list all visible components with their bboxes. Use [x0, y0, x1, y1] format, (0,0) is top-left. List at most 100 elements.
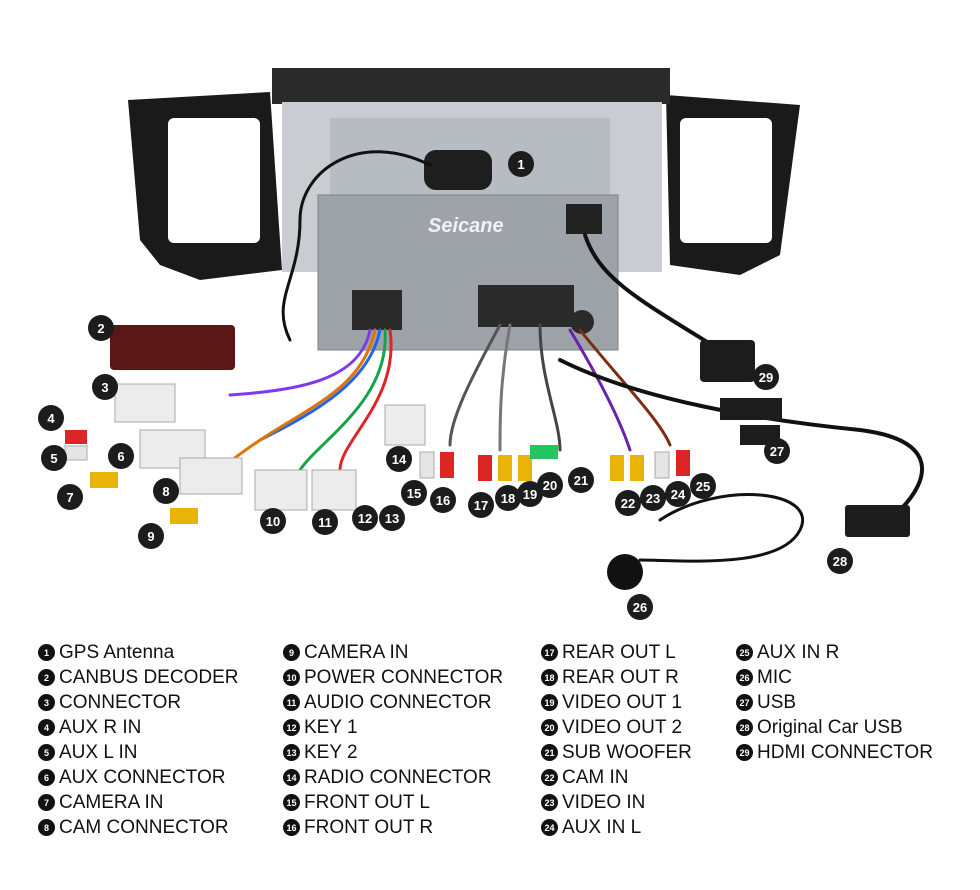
legend-number: 19 [541, 694, 558, 711]
callout-3: 3 [92, 374, 118, 400]
legend-number: 23 [541, 794, 558, 811]
hdmi-plug [700, 340, 755, 382]
legend-label: AUX L IN [59, 741, 138, 763]
callout-1: 1 [508, 151, 534, 177]
legend-label: VIDEO IN [562, 791, 646, 813]
legend-label: USB [757, 691, 797, 713]
legend-number: 27 [736, 694, 753, 711]
legend-label: MIC [757, 666, 792, 688]
legend-number: 9 [283, 644, 300, 661]
callout-20: 20 [537, 472, 563, 498]
legend-number: 13 [283, 744, 300, 761]
callout-8: 8 [153, 478, 179, 504]
callout-15: 15 [401, 480, 427, 506]
legend-label: KEY 2 [304, 741, 358, 763]
legend-number: 24 [541, 819, 558, 836]
callout-23: 23 [640, 485, 666, 511]
legend-label: CONNECTOR [59, 691, 182, 713]
callout-14: 14 [386, 446, 412, 472]
legend-number: 4 [38, 719, 55, 736]
legend-number: 21 [541, 744, 558, 761]
callout-6: 6 [108, 443, 134, 469]
legend-number: 18 [541, 669, 558, 686]
callout-27: 27 [764, 438, 790, 464]
callout-29: 29 [753, 364, 779, 390]
callout-4: 4 [38, 405, 64, 431]
legend-number: 10 [283, 669, 300, 686]
callout-2: 2 [88, 315, 114, 341]
legend-label: AUX IN R [757, 641, 840, 663]
legend-label: GPS Antenna [59, 641, 175, 663]
legend-number: 22 [541, 769, 558, 786]
legend-number: 12 [283, 719, 300, 736]
legend-label: HDMI CONNECTOR [757, 741, 933, 763]
original-usb-plug [845, 505, 910, 537]
callout-22: 22 [615, 490, 641, 516]
legend-label: KEY 1 [304, 716, 358, 738]
callout-18: 18 [495, 485, 521, 511]
usb-plug [720, 398, 782, 420]
legend-number: 11 [283, 694, 300, 711]
callout-21: 21 [568, 467, 594, 493]
legend-label: AUX CONNECTOR [59, 766, 226, 788]
legend-label: VIDEO OUT 1 [562, 691, 683, 713]
legend-number: 1 [38, 644, 55, 661]
legend-number: 5 [38, 744, 55, 761]
callout-13: 13 [379, 505, 405, 531]
legend-number: 20 [541, 719, 558, 736]
legend-number: 25 [736, 644, 753, 661]
screen-top [272, 68, 670, 104]
legend-label: AUX R IN [59, 716, 142, 738]
product-photo: Seicane [64, 68, 924, 590]
canbus-decoder [110, 325, 235, 370]
callout-24: 24 [665, 481, 691, 507]
legend-number: 29 [736, 744, 753, 761]
legend-label: CAM CONNECTOR [59, 816, 229, 838]
callout-7: 7 [57, 484, 83, 510]
callout-9: 9 [138, 523, 164, 549]
legend-number: 6 [38, 769, 55, 786]
rca-plugs [419, 445, 690, 481]
legend-label: RADIO CONNECTOR [304, 766, 492, 788]
watermark: Seicane [428, 215, 504, 237]
legend-label: REAR OUT R [562, 666, 679, 688]
legend-label: REAR OUT L [562, 641, 676, 663]
legend-number: 28 [736, 719, 753, 736]
legend-number: 7 [38, 794, 55, 811]
legend-label: CANBUS DECODER [59, 666, 239, 688]
legend-label: SUB WOOFER [562, 741, 692, 763]
callout-12: 12 [352, 505, 378, 531]
legend-label: CAM IN [562, 766, 629, 788]
gps-antenna [424, 150, 492, 190]
legend-number: 2 [38, 669, 55, 686]
legend-number: 8 [38, 819, 55, 836]
legend-number: 3 [38, 694, 55, 711]
mic [607, 554, 643, 590]
legend-label: AUX IN L [562, 816, 642, 838]
legend-number: 14 [283, 769, 300, 786]
legend-label: CAMERA IN [304, 641, 409, 663]
